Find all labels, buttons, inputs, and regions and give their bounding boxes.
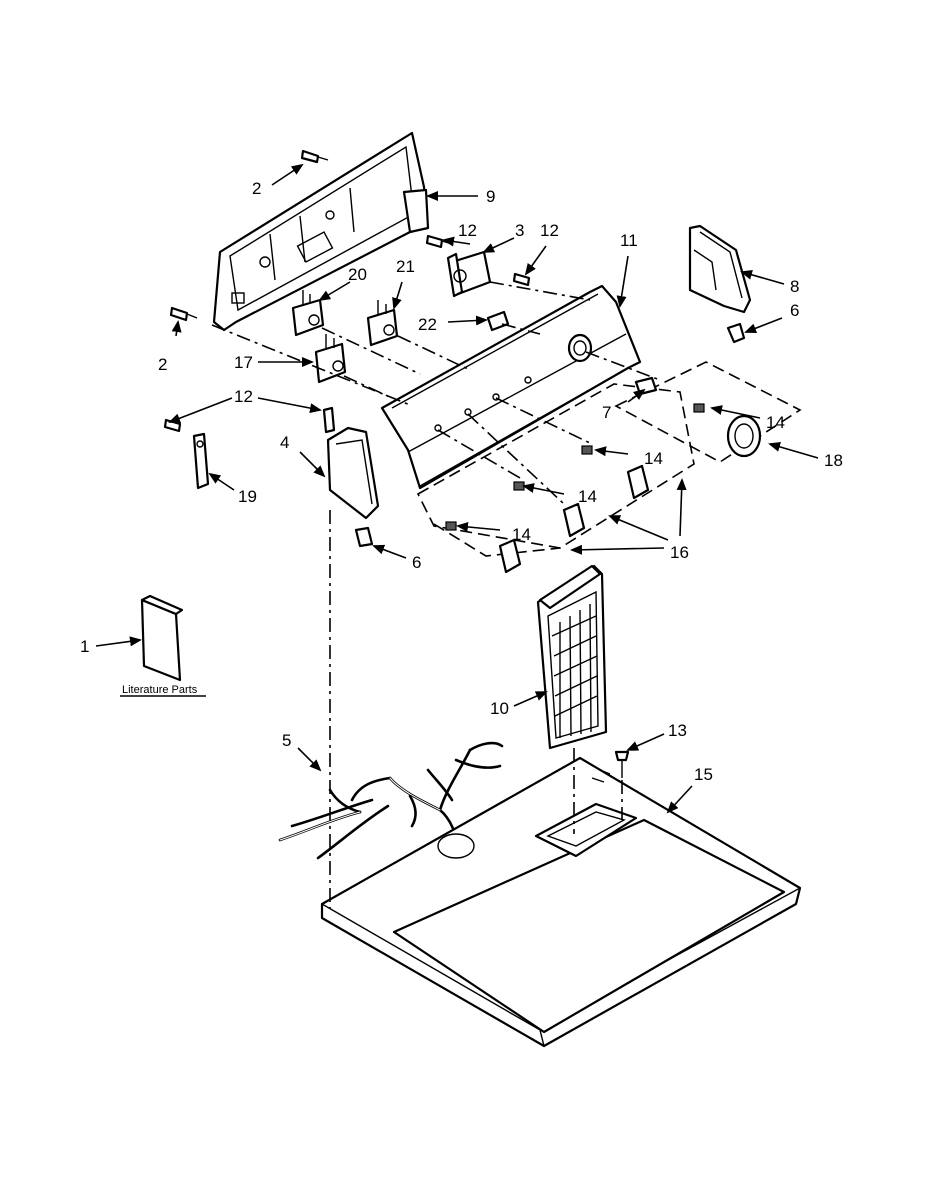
callout-1: 1 [80, 637, 89, 656]
callout-15: 15 [694, 765, 713, 784]
literature-parts-label: Literature Parts [122, 684, 198, 696]
callout-10: 10 [490, 699, 509, 718]
callout-14-d: 14 [512, 525, 531, 544]
screw-12-c [322, 406, 336, 434]
top-panel [320, 756, 802, 1048]
screw-12-b [512, 272, 531, 287]
callout-4: 4 [280, 433, 289, 452]
callout-12-a: 12 [458, 221, 477, 240]
callout-2-left: 2 [158, 355, 167, 374]
callout-22: 22 [418, 315, 437, 334]
clip-6-left [354, 526, 374, 548]
callout-2-top: 2 [252, 179, 261, 198]
screw-12-a [425, 234, 453, 249]
callout-14-b: 14 [644, 449, 663, 468]
callouts: 2 9 12 3 12 11 8 6 20 21 22 2 17 12 7 14… [80, 179, 843, 784]
callout-17: 17 [234, 353, 253, 372]
lint-screen [536, 564, 608, 750]
callout-9: 9 [486, 187, 495, 206]
callout-19: 19 [238, 487, 257, 506]
callout-16: 16 [670, 543, 689, 562]
callout-18: 18 [824, 451, 843, 470]
control-bracket [212, 131, 430, 332]
callout-14-a: 14 [766, 413, 785, 432]
end-cap-left [326, 426, 380, 520]
switch-21 [366, 300, 399, 347]
wire-harness [278, 741, 504, 860]
literature-book [140, 594, 184, 682]
end-cap-right [688, 224, 752, 314]
screw-2-top [300, 149, 329, 164]
screw-13 [614, 750, 630, 778]
timer-switch [446, 250, 492, 298]
callout-13: 13 [668, 721, 687, 740]
callout-11: 11 [620, 231, 638, 250]
knob-18 [614, 361, 802, 463]
callout-5: 5 [282, 731, 291, 750]
callout-21: 21 [396, 257, 415, 276]
part-22 [486, 310, 510, 332]
callout-6-right: 6 [790, 301, 799, 320]
clip-6-right [726, 322, 746, 344]
switch-20 [291, 290, 325, 337]
leader-lines [95, 163, 819, 814]
callout-12-b: 12 [540, 221, 559, 240]
callout-3: 3 [515, 221, 524, 240]
screw-2-left [169, 306, 198, 322]
guide-lines [211, 281, 661, 908]
knobs-group [416, 383, 695, 574]
part-19 [192, 432, 210, 490]
callout-8: 8 [790, 277, 799, 296]
callout-12-c: 12 [234, 387, 253, 406]
callout-7: 7 [602, 403, 611, 422]
callout-6-left: 6 [412, 553, 421, 572]
part-7 [634, 376, 658, 396]
callout-14-c: 14 [578, 487, 597, 506]
callout-20: 20 [348, 265, 367, 284]
switch-17 [314, 334, 347, 384]
